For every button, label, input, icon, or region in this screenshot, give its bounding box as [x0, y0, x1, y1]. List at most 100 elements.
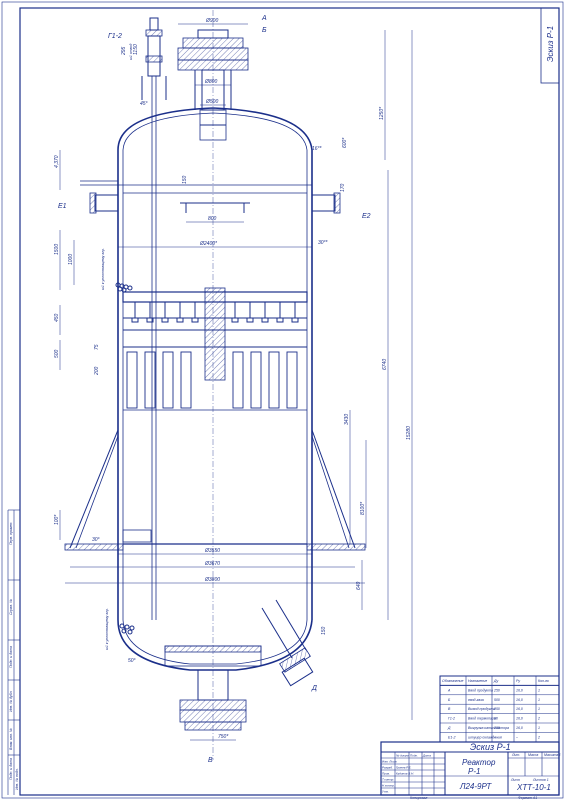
table-header: Обозначение — [442, 679, 463, 683]
table-cell: 16,0 — [516, 717, 523, 721]
title-col-label: Дата — [422, 754, 431, 758]
table-cell: 250 — [493, 707, 500, 711]
dim-h450: 450 — [54, 313, 60, 322]
dim-d3800: Ø3800 — [204, 577, 220, 583]
tray-cap — [261, 317, 269, 323]
dim-d3670: Ø3670 — [204, 561, 220, 567]
sheet: Лист — [510, 778, 520, 782]
table-cell: 2 — [537, 717, 540, 721]
title-name: Грачев Р.Е. — [396, 766, 412, 770]
col-mass: Масса — [528, 753, 538, 757]
table-cell: Д — [447, 726, 451, 730]
table-cell: штуцер охлаждения — [468, 735, 502, 739]
dim-d500: Ø500 — [205, 99, 218, 105]
table-cell: 200 — [493, 726, 500, 730]
title-row-label: Разраб. — [382, 766, 393, 770]
dim-h1000: 1000 — [68, 254, 74, 265]
title-row-label: Изм. Лист — [382, 760, 397, 764]
title-row-label: Утв. — [382, 790, 389, 794]
tray-cap — [231, 317, 239, 323]
table-cell: 500 — [494, 698, 500, 702]
mark-g12: Г1-2 — [108, 33, 122, 40]
table-cell: Вывод продукта — [468, 707, 496, 711]
top-head — [117, 107, 313, 160]
corner-stamp-box — [540, 7, 560, 84]
table-cell: 1 — [538, 688, 540, 692]
table-cell: – — [493, 735, 496, 739]
inner-frame — [19, 7, 560, 796]
dim-h170: 170 — [340, 183, 346, 192]
table-cell: Б — [448, 698, 451, 702]
title-block: Изм. ЛистРазраб.Пров.Т.контр.Н.контр.Утв… — [380, 741, 561, 800]
ang-30: 30° — [92, 537, 100, 543]
margin-label-4: Взам. инв. № — [9, 728, 13, 750]
ang-16: 16°* — [312, 146, 323, 152]
tray-cap — [176, 317, 184, 323]
margin-label-3: Инв. № дубл. — [9, 690, 13, 712]
note-thermo: ш1 отвод — [129, 44, 133, 60]
collector-pipe — [144, 351, 156, 409]
dimensions: Ø900 Ø800 Ø500 800 Ø2400* Ø3550 Ø3670 Ø3… — [54, 18, 413, 741]
dim-h150: 150 — [321, 626, 327, 635]
table-header: Кол-во — [538, 679, 549, 683]
sheets: Листов 1 — [532, 778, 549, 782]
ang-30b: 30°* — [318, 240, 329, 246]
section-marks: А Б В Д Е1 Е2 Г1-2 — [58, 15, 371, 764]
dim-d3550: Ø3550 — [204, 548, 220, 554]
collector-pipe — [286, 351, 298, 409]
distributor — [180, 202, 250, 213]
cooling-nozzle-right — [311, 192, 341, 214]
note-catalyst-bottom: ш1 к уплотняющему агр. — [105, 608, 109, 650]
table-cell: 16,0 — [516, 698, 523, 702]
left-margin: Перв. примен. Справ. № Подп. и дата Инв.… — [7, 509, 20, 795]
table-cell: – — [515, 735, 518, 739]
margin-label-1: Справ. № — [9, 599, 13, 615]
col-scale: Масштаб — [544, 753, 561, 757]
collector-pipes — [126, 351, 298, 409]
collector-pipe — [162, 351, 174, 409]
dim-h75: 75 — [94, 344, 100, 350]
dim-h6740: 6740 — [382, 359, 388, 370]
table-cell: В — [448, 707, 451, 711]
collector-pipe — [232, 351, 244, 409]
sketch-title: Эскиз Р-1 — [470, 742, 511, 752]
mark-e2: Е2 — [362, 213, 371, 220]
table-header: Назначение — [468, 679, 487, 683]
dim-h500: 500 — [54, 349, 60, 358]
tray-cap — [291, 317, 299, 323]
mark-a: А — [261, 15, 267, 22]
dim-h750: 750* — [218, 734, 229, 740]
dim-h100: 100* — [54, 514, 60, 525]
table-cell: Ввод термопары — [468, 717, 497, 721]
top-nozzle — [177, 29, 249, 141]
table-cell: 1 — [538, 707, 540, 711]
margin-label-2: Подп. и дата — [9, 646, 13, 668]
unload-nozzle — [261, 599, 314, 687]
format: Формат А1 — [518, 796, 537, 800]
tray-cap — [146, 317, 154, 323]
title-row-label: Т.контр. — [382, 778, 394, 782]
table-cell: 16,0 — [516, 726, 523, 730]
corner-stamp: Эскиз Р-1 — [546, 26, 555, 62]
dim-h4370: 4,370 — [54, 155, 60, 168]
mark-v: В — [208, 757, 213, 764]
mark-e1: Е1 — [58, 203, 67, 210]
copied: Копировал — [410, 796, 427, 800]
table-header: Ду — [493, 679, 499, 683]
mark-d: Д — [311, 685, 317, 692]
tray-cap — [246, 317, 254, 323]
dim-d800: Ø800 — [204, 79, 217, 85]
tray-pipes — [131, 302, 299, 323]
dim-h200: 200 — [94, 366, 100, 376]
title-name: Кудинов В.Н. — [396, 772, 414, 776]
margin-label-5: Подп. и дата — [9, 758, 13, 780]
dim-h8100: 8100* — [360, 501, 366, 515]
catalyst-balls-bottom — [119, 623, 135, 635]
note-catalyst-top: ш1 к уплотняющему агр. — [101, 248, 105, 290]
ang-45: 45° — [140, 101, 148, 107]
dim-d900: Ø900 — [205, 18, 218, 24]
thermo-nozzle — [141, 17, 167, 620]
cooling-nozzle-left — [89, 192, 119, 214]
